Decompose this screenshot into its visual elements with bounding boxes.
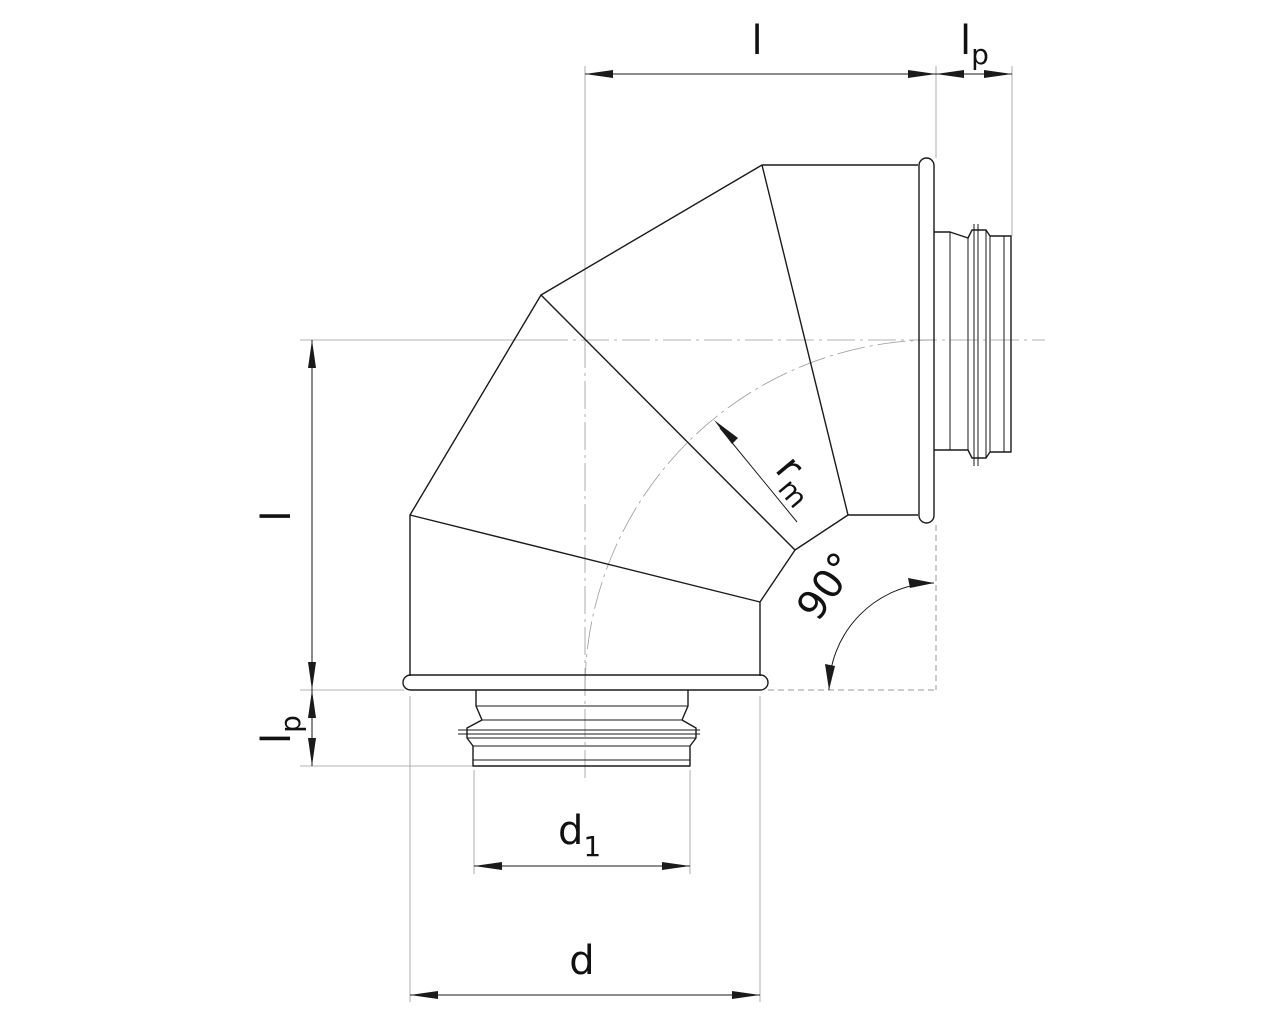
dimension-d — [410, 991, 760, 999]
label-lp-top: lp — [960, 18, 989, 71]
right-spigot — [934, 224, 1012, 466]
angle-90-arc — [825, 578, 935, 691]
label-l-top: l — [751, 18, 762, 64]
label-d1: d1 — [558, 808, 601, 863]
bottom-spigot — [458, 690, 700, 767]
label-angle-90: 90° — [788, 544, 866, 628]
center-lines — [540, 339, 1045, 780]
right-flange — [918, 157, 935, 524]
label-l-left: l — [254, 510, 300, 521]
bottom-flange — [402, 674, 769, 691]
extension-lines — [300, 66, 1013, 1002]
elbow-body — [409, 164, 918, 676]
angle-reference-lines — [768, 525, 937, 691]
label-lp-left: lp — [254, 715, 307, 744]
dimension-l-left — [308, 340, 316, 690]
dimension-d1 — [474, 862, 690, 870]
dimension-l-top — [585, 70, 936, 78]
dimension-lp-top — [936, 70, 1012, 78]
dimension-lp-left — [308, 690, 316, 766]
label-rm: rm — [761, 447, 830, 515]
label-d: d — [569, 938, 594, 984]
radius-rm-leader — [714, 420, 798, 523]
